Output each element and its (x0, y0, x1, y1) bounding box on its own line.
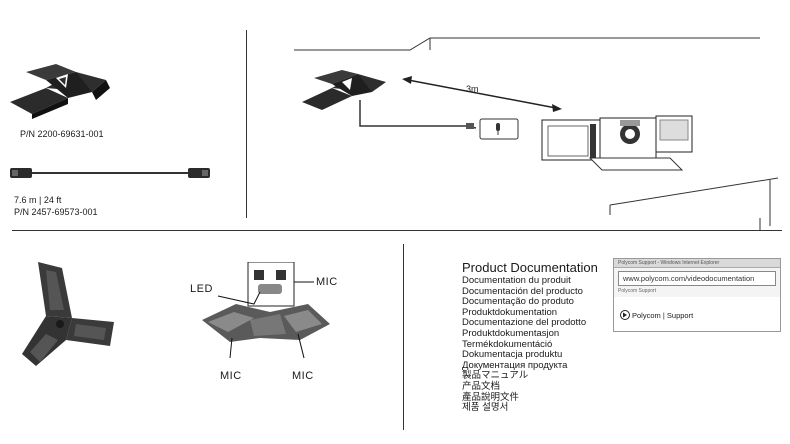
browser-page: Polycom | Support (614, 297, 780, 331)
browser-brand: Polycom | Support (632, 311, 693, 320)
language-item: 產品說明文件 (462, 391, 520, 403)
documentation-language-list: Documentation du produit Documentación d… (462, 275, 587, 414)
divider-horizontal (12, 230, 782, 231)
language-item: Документация продукта (462, 359, 568, 371)
cable-illustration (10, 168, 210, 178)
language-item: Documentação do produto (462, 296, 574, 308)
language-item: Termékdokumentáció (462, 338, 553, 350)
distance-label: 3m (466, 84, 479, 94)
mic-top-label: MIC (316, 276, 338, 288)
divider-vertical-bottom (403, 244, 404, 430)
browser-titlebar: Polycom Support - Windows Internet Explo… (614, 259, 780, 268)
conference-phone-illustration (10, 64, 110, 119)
mic-diagram-illustration (202, 262, 330, 359)
setup-illustration (294, 37, 779, 230)
brand-separator: | (662, 311, 667, 320)
language-item: 제품 설명서 (462, 402, 509, 414)
phone-part-number: P/N 2200-69631-001 (20, 129, 104, 139)
documentation-title: Product Documentation (462, 260, 598, 275)
browser-tab[interactable]: Polycom Support (618, 288, 657, 294)
divider-vertical-top (246, 30, 247, 218)
language-item: Documentación del producto (462, 285, 583, 297)
language-item: Produktdokumentation (462, 306, 558, 318)
language-item: Produktdokumentasjon (462, 327, 560, 339)
language-item: Dokumentacja produktu (462, 349, 563, 361)
language-item: Documentation du produit (462, 275, 571, 286)
cable-length: 7.6 m | 24 ft (14, 195, 62, 205)
language-item: Documentazione del prodotto (462, 317, 587, 329)
led-label: LED (190, 283, 213, 295)
browser-window: Polycom Support - Windows Internet Explo… (613, 258, 781, 332)
cable-part-number: P/N 2457-69573-001 (14, 207, 98, 217)
brand-section: Support (666, 311, 694, 320)
browser-url-field[interactable]: www.polycom.com/videodocumentation (618, 271, 776, 286)
brand-name: Polycom (632, 311, 661, 320)
language-item: 产品文档 (462, 380, 501, 392)
language-item: 製品マニュアル (462, 370, 529, 382)
mic-left-label: MIC (220, 370, 242, 382)
mic-right-label: MIC (292, 370, 314, 382)
polycom-logo-icon (620, 310, 630, 320)
phone-bottom-illustration (22, 262, 114, 366)
